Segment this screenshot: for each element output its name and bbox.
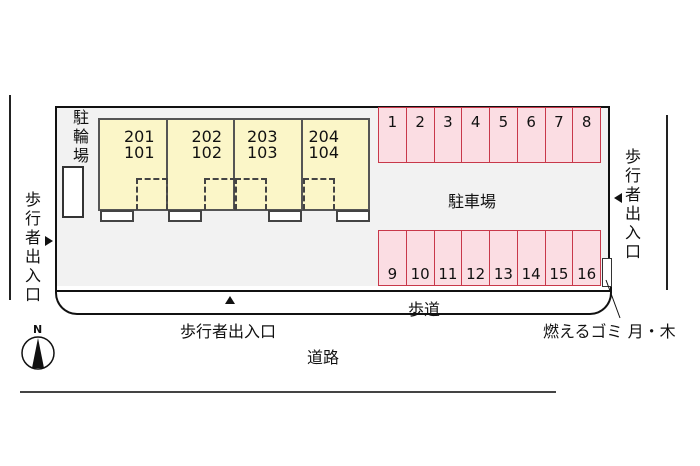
parking-space: 14 [517, 231, 546, 285]
entrance-arrow-bottom-icon [225, 296, 235, 304]
parking-label: 駐車場 [448, 192, 497, 211]
parking-space: 9 [379, 231, 407, 285]
step [336, 210, 370, 222]
step [100, 210, 134, 222]
parking-space: 12 [462, 231, 490, 285]
bike-parking-label: 駐輪場 [72, 108, 89, 165]
parking-space: 16 [573, 231, 600, 285]
boundary-line-left [9, 95, 11, 300]
parking-row-bottom: 9 10 11 12 13 14 15 16 [378, 230, 601, 286]
boundary-line-right [666, 115, 668, 290]
north-arrow-icon [32, 338, 44, 368]
parking-space: 13 [490, 231, 518, 285]
unit-number: 201 [124, 127, 155, 146]
sidewalk [55, 286, 612, 315]
parking-space: 10 [406, 231, 435, 285]
unit-number: 102 [191, 143, 223, 162]
unit-number: 104 [308, 143, 340, 162]
unit-number: 202 [191, 127, 223, 146]
pedestrian-entrance-label-bottom: 歩行者出入口 [180, 322, 277, 341]
parking-space: 8 [573, 108, 600, 162]
garbage-leader-line [605, 279, 621, 319]
entrance-arrow-left-icon [45, 236, 53, 246]
road-label: 道路 [307, 348, 340, 367]
unit-number: 101 [124, 143, 155, 162]
parking-space: 1 [379, 108, 407, 162]
parking-space: 15 [545, 231, 574, 285]
parking-space: 3 [434, 108, 463, 162]
pedestrian-entrance-label-left: 歩行者出入口 [24, 190, 41, 304]
unit-number: 203 [247, 127, 278, 146]
parking-space: 11 [434, 231, 463, 285]
entrance-arrow-right-icon [614, 193, 622, 203]
unit-number: 103 [247, 143, 278, 162]
stair [203, 178, 236, 210]
garbage-label: 燃えるゴミ 月・木 [543, 322, 676, 341]
bike-parking [62, 166, 84, 218]
parking-space: 5 [490, 108, 518, 162]
stair [235, 178, 267, 210]
parking-space: 4 [462, 108, 490, 162]
unit-number: 204 [308, 127, 340, 146]
north-label: N [33, 323, 43, 336]
step [268, 210, 302, 222]
parking-space: 6 [517, 108, 546, 162]
pedestrian-entrance-label-right: 歩行者出入口 [624, 147, 641, 261]
stair [136, 178, 168, 210]
road-line [20, 391, 556, 393]
stair [302, 178, 335, 210]
parking-space: 7 [545, 108, 574, 162]
sidewalk-label: 歩道 [408, 300, 441, 319]
parking-space: 2 [406, 108, 435, 162]
step [168, 210, 202, 222]
parking-row-top: 1 2 3 4 5 6 7 8 [378, 107, 601, 163]
garbage-station [602, 258, 612, 287]
